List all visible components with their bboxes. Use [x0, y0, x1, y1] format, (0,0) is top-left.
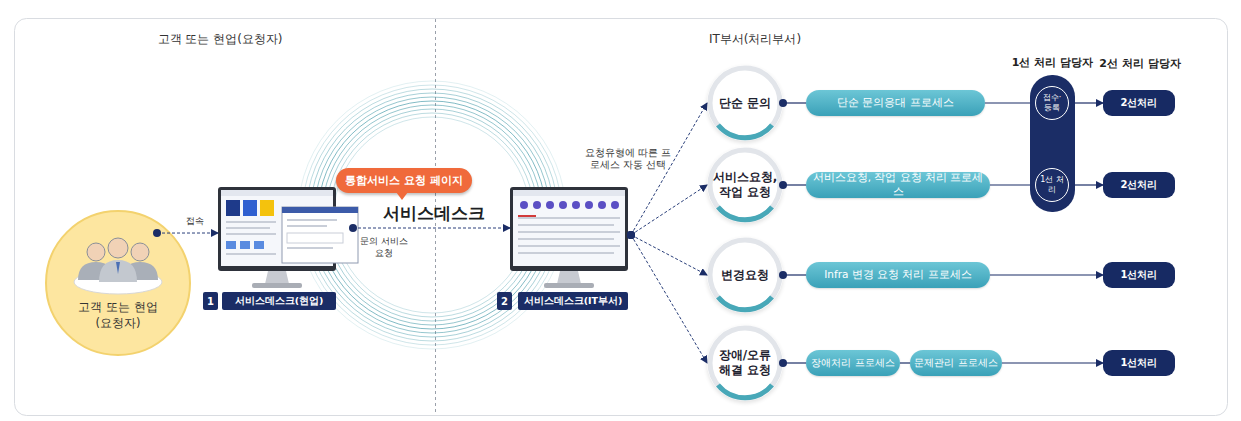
text-label: 고객 또는 현업(요청자)	[130, 32, 310, 48]
node-label: 1선 처리	[1040, 175, 1064, 194]
category-text-wrap: 단순 문의	[712, 96, 778, 111]
node-pill: Infra 변경 요청 처리 프로세스	[806, 262, 990, 288]
connector-dot	[627, 231, 635, 239]
monitor-caption-text: 서비스데스크(현업)	[235, 295, 324, 308]
callout-pointer	[396, 192, 408, 200]
connector	[783, 362, 806, 363]
connector	[353, 228, 510, 229]
callout-number: 1	[203, 292, 218, 310]
connector	[900, 362, 910, 363]
node-label: 접수· 등록	[1040, 93, 1064, 112]
monitor-caption-text: 서비스데스크(IT부서)	[524, 295, 623, 308]
node-label: 1선처리	[1121, 356, 1158, 370]
node-label: 장애/오류 해결 요청	[712, 348, 778, 378]
connector-dot	[779, 359, 787, 367]
connector-dot	[779, 271, 787, 279]
node-label: Infra 변경 요청 처리 프로세스	[824, 268, 972, 282]
node-label: 고객 또는 현업 (요청자)	[73, 300, 163, 331]
node-label: 2선처리	[1121, 96, 1158, 110]
node-person: 고객 또는 현업 (요청자)	[44, 208, 192, 358]
requester-illustration	[44, 208, 192, 358]
node-label: 단순 문의응대 프로세스	[837, 96, 954, 110]
connector	[157, 233, 218, 234]
connector-label: 문의 서비스요청	[358, 236, 410, 259]
connector	[631, 235, 707, 275]
node-circ: 장애/오류 해결 요청	[707, 325, 783, 401]
connector-dot	[153, 229, 161, 237]
node-circ: 서비스요청, 작업 요청	[707, 147, 783, 223]
node-label: 1선처리	[1121, 268, 1158, 282]
node-label: 서비스요청, 작업 요청	[712, 170, 778, 200]
node-monitor: 서비스데스크(현업)	[218, 185, 360, 313]
outer-panel	[15, 19, 1228, 416]
connector	[985, 102, 1035, 103]
node-label: 2선처리	[1121, 178, 1158, 192]
node-pill: 문제관리 프로세스	[910, 350, 1002, 376]
connector	[783, 274, 806, 275]
connector	[631, 185, 707, 235]
category-text-wrap: 장애/오류 해결 요청	[712, 348, 778, 378]
node-monitor: 서비스데스크(IT부서)	[510, 185, 632, 313]
connector-dot	[779, 99, 787, 107]
connector-dot	[779, 181, 787, 189]
node-dark: 2선처리	[1103, 172, 1175, 198]
connector-dot	[349, 224, 357, 232]
monitor-caption: 서비스데스크(IT부서)	[518, 292, 628, 310]
node-dark: 2선처리	[1103, 90, 1175, 116]
node-navy: 1선 처리 담당자접수· 등록 1선 처리	[1005, 55, 1100, 217]
callout-number: 2	[497, 292, 512, 310]
connector	[631, 235, 707, 363]
connector	[990, 184, 1035, 185]
node-pill: 단순 문의응대 프로세스	[806, 90, 985, 116]
node-pill: 장애처리 프로세스	[806, 350, 900, 376]
connector	[631, 103, 707, 235]
text-label: 2선 처리 담당자	[1095, 57, 1185, 71]
column-header: 1선 처리 담당자	[1005, 55, 1100, 70]
connector	[783, 184, 806, 185]
monitor-illustration	[218, 185, 360, 291]
node-circ: 변경요청	[707, 237, 783, 313]
node-dark: 1선처리	[1103, 262, 1175, 288]
node-label: 통합서비스 요청 페이지	[345, 173, 463, 188]
node-sc: 접수· 등록	[1035, 86, 1069, 120]
monitor-illustration	[510, 185, 632, 291]
category-text-wrap: 변경요청	[712, 268, 778, 283]
node-label: 단순 문의	[719, 96, 771, 111]
node-label: 변경요청	[721, 268, 769, 283]
connector-dot	[627, 231, 635, 239]
connector	[1075, 102, 1103, 103]
category-text-wrap: 서비스요청, 작업 요청	[712, 170, 778, 200]
connector-dot	[627, 231, 635, 239]
text-label: 요청유형에 따른 프로세스 자동 선택	[583, 147, 673, 172]
node-label: 장애처리 프로세스	[811, 356, 894, 370]
connector-label: 접속	[178, 216, 212, 228]
monitor-caption: 서비스데스크(현업)	[222, 292, 336, 310]
node-circ: 단순 문의	[707, 65, 783, 141]
text-label: IT부서(처리부서)	[690, 32, 820, 48]
connector	[990, 274, 1103, 275]
connector	[1002, 362, 1103, 363]
text-label: 서비스데스크	[382, 202, 486, 224]
node-orange: 통합서비스 요청 페이지	[336, 168, 472, 193]
connector	[783, 102, 806, 103]
node-pill: 서비스요청, 작업 요청 처리 프로세스	[806, 172, 990, 198]
connector-dot	[627, 231, 635, 239]
node-label: 문제관리 프로세스	[914, 356, 997, 370]
node-sc: 1선 처리	[1035, 168, 1069, 202]
connector	[1075, 184, 1103, 185]
node-dark: 1선처리	[1103, 350, 1175, 376]
node-label: 서비스요청, 작업 요청 처리 프로세스	[808, 171, 988, 199]
